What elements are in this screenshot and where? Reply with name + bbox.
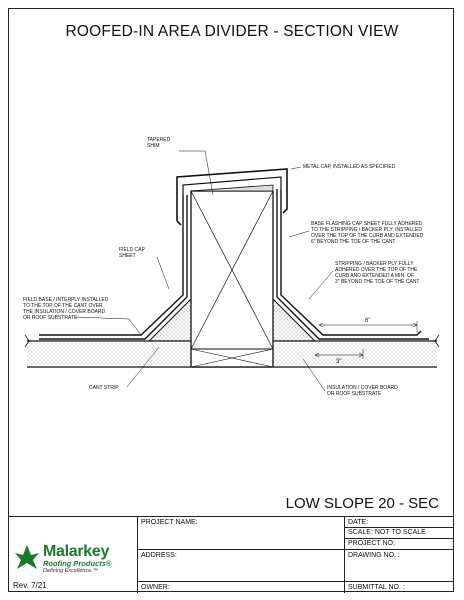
logo-subtitle: Roofing Products® [43,559,112,568]
callout-base-flashing: BASE FLASHING CAP SHEET FULLY ADHERED TO… [311,221,425,245]
submittal-no-label: SUBMITTAL NO. : [348,584,405,591]
drawing-sheet: ROOFED-IN AREA DIVIDER - SECTION VIEW [8,8,454,593]
callout-stripping: STRIPPING / BACKER PLY FULLY ADHERED OVE… [335,261,419,285]
callout-tapered-shim: TAPERED SHIM [147,137,172,149]
title-block-rule [344,549,453,550]
title-block-rule [344,581,453,582]
drawing-no-label: DRAWING NO. : [348,552,400,559]
cant-strips [147,297,317,342]
leader-lines [74,150,334,392]
callout-field-base: FIELD BASE / INTERPLY INSTALLED TO THE T… [23,297,110,321]
metal-cap [176,168,288,226]
flashing-membranes [39,176,429,340]
title-block: Malarkey Roofing Products® Defining Exce… [9,516,453,593]
callout-field-cap: FIELD CAP SHEET [119,247,146,259]
malarkey-logo: Malarkey Roofing Products® Defining Exce… [13,537,138,577]
scale-label: SCALE: NOT TO SCALE [348,529,426,536]
drawing-title: ROOFED-IN AREA DIVIDER - SECTION VIEW [65,23,399,40]
revision: Rev. 7/21 [13,581,47,590]
callout-insulation: INSULATION / COVER BOARD OR ROOF SUBSTRA… [327,385,399,397]
wood-curb [190,190,274,368]
date-label: DATE: [348,519,369,526]
logo-tagline: Defining Excellence.™ [43,568,99,574]
dimension-six-inch-label: 6" [365,318,370,324]
title-block-divider-left [137,517,138,593]
title-block-rule [344,527,453,528]
tapered-shim [190,184,274,192]
dimension-three-inch-label: 3" [336,359,341,365]
logo-brand: Malarkey [43,543,110,560]
project-no-label: PROJECT NO: [348,540,395,547]
address-label: ADDRESS: [141,552,177,559]
leaf-icon [15,545,39,569]
title-block-rule [137,549,344,550]
section-drawing: TAPERED SHIM METAL CAP, INSTALLED AS SPE… [23,137,440,397]
title-block-divider-right [344,517,345,593]
title-block-rule [137,581,344,582]
title-block-rule [344,538,453,539]
detail-code: LOW SLOPE 20 - SEC [285,495,439,512]
project-name-label: PROJECT NAME: [141,519,198,526]
dimension-six-inch [318,321,418,333]
callout-metal-cap: METAL CAP, INSTALLED AS SPECIFIED [303,164,396,170]
dimension-three-inch [314,349,364,359]
callout-cant-strip: CANT STRIP [89,385,119,391]
owner-label: OWNER: [141,584,170,591]
